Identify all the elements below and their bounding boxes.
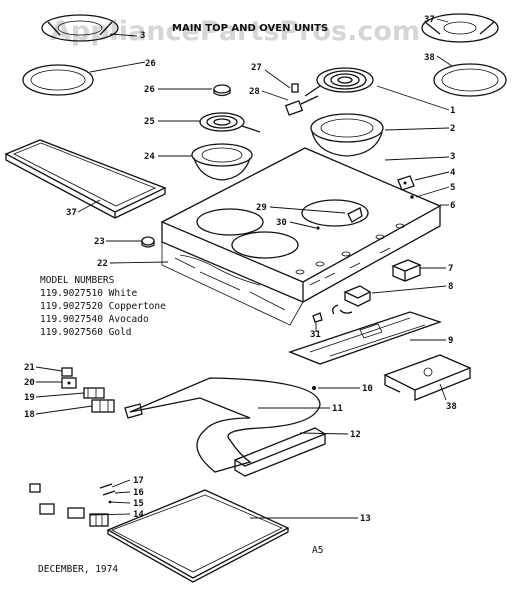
label-part-3: 3 <box>450 152 455 162</box>
surface-element-1 <box>304 67 374 97</box>
terminal-19 <box>83 387 105 399</box>
model-numbers-block: MODEL NUMBERS 119.9027510 White 119.9027… <box>40 275 166 338</box>
surface-element-25 <box>199 112 261 133</box>
main-top-6 <box>160 147 442 303</box>
knob-26 <box>213 84 231 97</box>
bracket-38 <box>383 354 472 401</box>
terminal-block-28 <box>284 83 319 116</box>
label-part-30: 30 <box>276 218 287 228</box>
part-31 <box>312 312 323 323</box>
label-part-26: 26 <box>144 85 155 95</box>
label-part-20: 20 <box>24 378 35 388</box>
screw-30 <box>316 226 320 230</box>
model-numbers-heading: MODEL NUMBERS <box>40 275 115 286</box>
model-number-coppertone: 119.9027520 Coppertone <box>40 301 166 312</box>
drip-bowl-2 <box>310 113 384 157</box>
clip-23 <box>141 236 155 248</box>
label-part-23: 23 <box>94 237 105 247</box>
model-number-avocado: 119.9027540 Avocado <box>40 314 149 325</box>
label-part-8: 8 <box>448 282 453 292</box>
label-part-1-top: 3 <box>140 31 145 41</box>
label-part-25: 25 <box>144 117 155 127</box>
label-part-1: 1 <box>450 106 455 116</box>
footer-date: DECEMBER, 1974 <box>38 564 118 575</box>
label-part-31: 31 <box>310 330 321 340</box>
label-part-38: 38 <box>446 402 457 412</box>
label-part-35: 37 <box>424 15 435 25</box>
trim-ring-33 <box>22 64 94 96</box>
label-part-13: 13 <box>360 514 371 524</box>
drip-bowl-24 <box>191 143 253 181</box>
label-part-18: 18 <box>24 410 35 420</box>
terminal-block-14 <box>39 503 109 527</box>
label-part-21: 21 <box>24 363 35 373</box>
screws-15-16 <box>99 483 116 504</box>
label-part-17: 17 <box>133 476 144 486</box>
broil-element-13 <box>106 489 290 583</box>
label-part-5: 5 <box>450 183 455 193</box>
drip-pan-35 <box>421 13 499 43</box>
trim-ring-36 <box>433 63 507 97</box>
leader-lines <box>35 18 453 519</box>
terminal-18 <box>91 399 115 413</box>
label-part-9: 9 <box>448 336 453 346</box>
label-part-29: 29 <box>256 203 267 213</box>
screw-5 <box>410 195 414 199</box>
label-part-2: 2 <box>450 124 455 134</box>
label-part-10: 10 <box>362 384 373 394</box>
switch-7 <box>391 259 422 282</box>
terminal-clip-top <box>29 483 41 493</box>
thermostat-8 <box>332 285 372 315</box>
label-part-22: 22 <box>97 259 108 269</box>
label-part-16: 16 <box>133 488 144 498</box>
label-part-4: 4 <box>450 168 456 178</box>
diagram-title: MAIN TOP AND OVEN UNITS <box>172 23 328 34</box>
label-part-6: 6 <box>450 201 455 211</box>
bake-element-11 <box>124 377 321 473</box>
model-number-white: 119.9027510 White <box>40 288 138 299</box>
label-part-14: 14 <box>133 510 144 520</box>
terminal-20 <box>61 377 77 389</box>
bracket-4 <box>397 175 415 191</box>
label-part-33: 26 <box>145 59 156 69</box>
label-part-15: 15 <box>133 499 144 509</box>
label-part-37: 37 <box>66 208 77 218</box>
drip-pan-top-left <box>41 14 119 42</box>
label-part-27: 27 <box>251 63 262 73</box>
part-number-labels: 3 26 37 38 27 26 28 1 25 2 24 3 4 5 6 29… <box>24 15 457 524</box>
label-part-12: 12 <box>350 430 361 440</box>
label-part-28: 28 <box>249 87 260 97</box>
element-bracket-12 <box>233 427 327 477</box>
lower-panel-22 <box>161 242 304 326</box>
knob-29 <box>347 207 363 223</box>
rear-panel-9 <box>288 311 443 365</box>
screw-10 <box>312 386 316 390</box>
griddle-37 <box>4 139 167 219</box>
model-number-gold: 119.9027560 Gold <box>40 327 132 338</box>
label-part-11: 11 <box>332 404 343 414</box>
label-part-7: 7 <box>448 264 453 274</box>
footer-page-code: A5 <box>312 545 323 556</box>
label-part-19: 19 <box>24 393 35 403</box>
label-part-36: 38 <box>424 53 435 63</box>
terminal-21 <box>61 367 73 377</box>
label-part-24: 24 <box>144 152 155 162</box>
